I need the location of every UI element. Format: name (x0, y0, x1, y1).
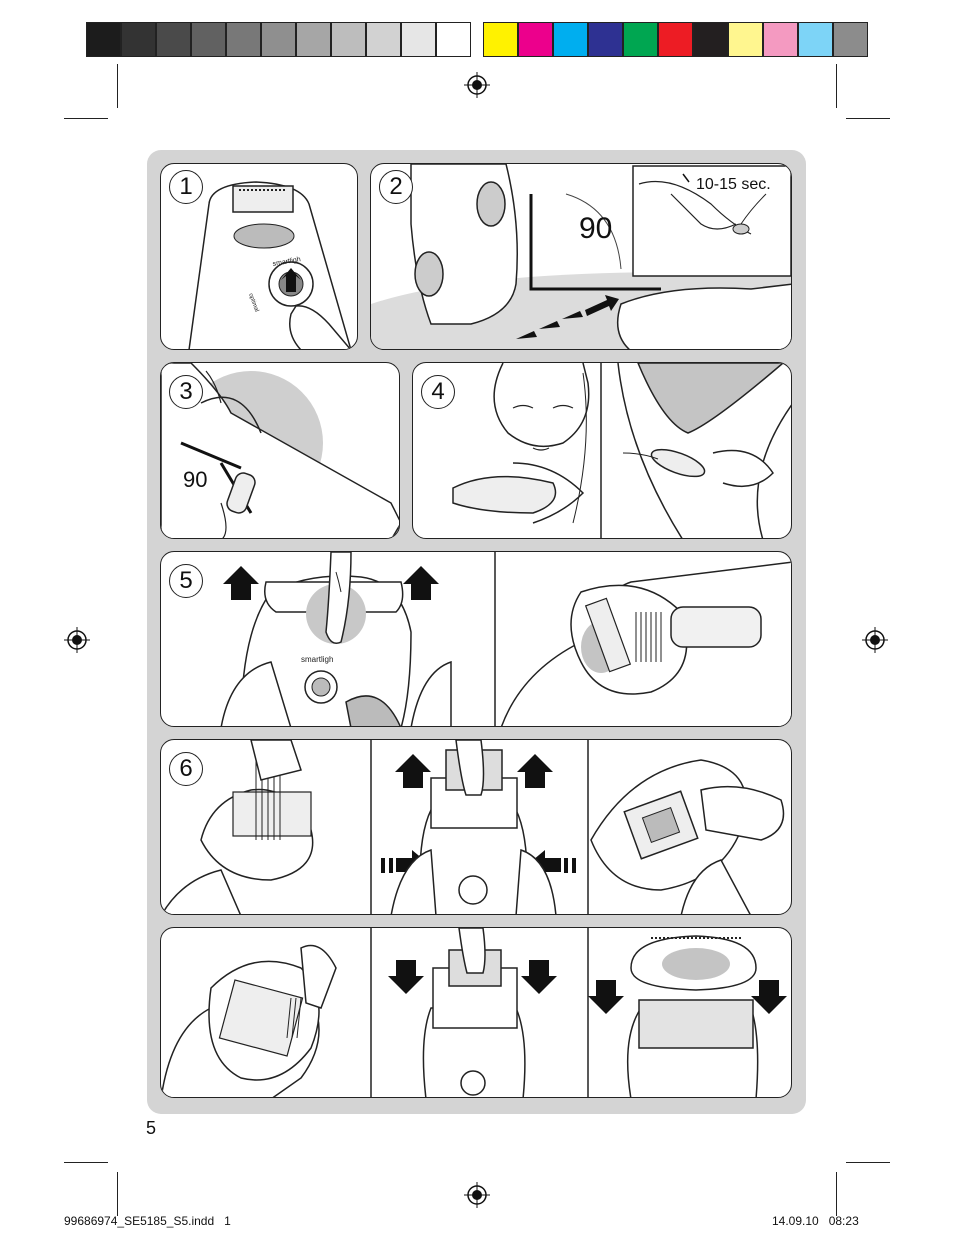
panel-step-5: smartligh 5 (160, 551, 792, 727)
gray-swatch (261, 22, 296, 57)
gray-swatch (226, 22, 261, 57)
registration-mark-icon (862, 627, 888, 653)
gray-swatch (121, 22, 156, 57)
color-swatch (553, 22, 588, 57)
crop-mark (846, 1162, 890, 1163)
registration-mark-icon (464, 1182, 490, 1208)
reassembly-illustration (161, 928, 787, 1097)
step-number-3: 3 (169, 375, 203, 409)
step-number-1: 1 (169, 170, 203, 204)
crop-mark (64, 118, 108, 119)
leg-epilation-illustration (161, 363, 399, 538)
cleaning-brush-illustration (161, 740, 785, 914)
head-removal-illustration: smartligh (220, 552, 791, 726)
time-label: 10-15 sec. (696, 176, 771, 193)
step-number-4: 4 (421, 375, 455, 409)
color-swatch (693, 22, 728, 57)
registration-mark-icon (64, 627, 90, 653)
gray-swatch (366, 22, 401, 57)
gray-swatch (436, 22, 471, 57)
color-swatch (658, 22, 693, 57)
gray-swatch (296, 22, 331, 57)
panel-step-3: 3 90 (160, 362, 400, 539)
gray-swatch (156, 22, 191, 57)
footer-filename: 99686974_SE5185_S5.indd 1 (64, 1214, 231, 1228)
crop-mark (64, 1162, 108, 1163)
crop-mark (117, 1172, 118, 1216)
gray-swatch (401, 22, 436, 57)
page-number: 5 (146, 1118, 157, 1138)
epilator-switch-illustration: smartligh optimal (188, 181, 352, 349)
face-and-bikini-illustration (452, 363, 791, 538)
color-swatch (763, 22, 798, 57)
footer-date: 14.09.10 08:23 (772, 1214, 859, 1228)
panel-step-4: 4 (412, 362, 792, 539)
angle-label: 90 (183, 467, 208, 492)
svg-text:smartligh: smartligh (301, 655, 333, 664)
color-swatch (588, 22, 623, 57)
epilator-angle-illustration (371, 164, 791, 349)
panel-step-2: 2 90 10-15 sec. (370, 163, 792, 350)
color-swatch (518, 22, 553, 57)
color-swatch (728, 22, 763, 57)
crop-mark (846, 118, 890, 119)
color-swatch (833, 22, 868, 57)
gray-swatch (331, 22, 366, 57)
panel-step-1: smartligh optimal 1 (160, 163, 358, 350)
registration-mark-icon (464, 72, 490, 98)
crop-mark (836, 64, 837, 108)
panel-reassembly (160, 927, 792, 1098)
angle-label: 90 (579, 212, 613, 245)
color-swatch (798, 22, 833, 57)
color-swatch (483, 22, 518, 57)
crop-mark (836, 1172, 837, 1216)
step-number-6: 6 (169, 752, 203, 786)
step-number-5: 5 (169, 564, 203, 598)
gray-swatch (86, 22, 121, 57)
step-number-2: 2 (379, 170, 413, 204)
color-swatch (623, 22, 658, 57)
gray-swatch (191, 22, 226, 57)
crop-mark (117, 64, 118, 108)
panel-step-6: 6 (160, 739, 792, 915)
svg-text:smartligh: smartligh (272, 256, 301, 268)
